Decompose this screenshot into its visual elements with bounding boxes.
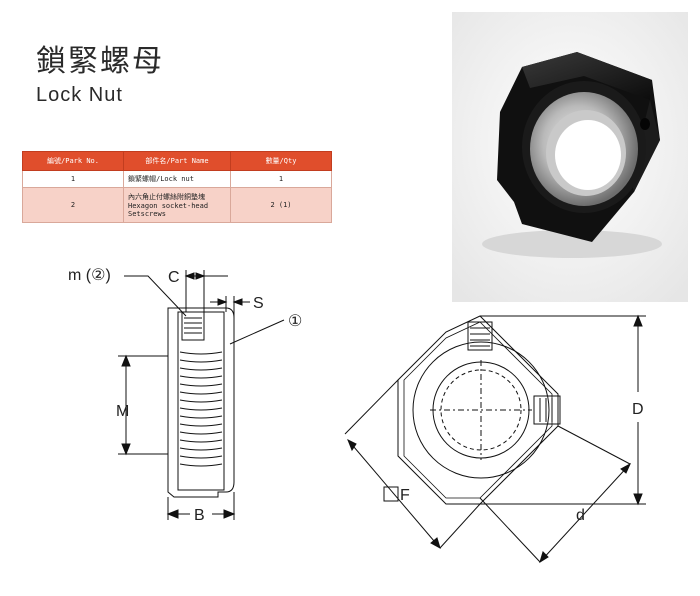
label-thread-m: M — [116, 403, 129, 420]
label-d-inner: d — [576, 507, 585, 524]
row-part-name-line3: Setscrews — [128, 210, 166, 218]
front-view-outline — [397, 315, 559, 505]
label-s: S — [253, 295, 264, 312]
label-setscrew-ref: m (②) — [68, 267, 111, 284]
header-part-no: 編號/Park No. — [22, 151, 124, 171]
row-part-name-line1: 內六角止付螺絲附銅墊塊 — [128, 193, 205, 201]
square-symbol — [383, 486, 399, 502]
product-photo — [452, 12, 688, 302]
row-part-name: 內六角止付螺絲附銅墊塊 Hexagon socket-head Setscrew… — [123, 187, 231, 223]
leader-m2 — [124, 275, 187, 317]
setscrew-top — [467, 321, 493, 351]
photo-shadow — [482, 230, 662, 258]
header-part-name: 部件名/Part Name — [123, 151, 231, 171]
side-view — [118, 270, 294, 520]
row-part-name-line2: Hexagon socket-head — [128, 202, 209, 210]
label-d-outer: D — [632, 401, 644, 418]
header-qty: 數量/Qty — [230, 151, 332, 171]
row-qty: 2 (1) — [230, 187, 332, 223]
product-title-chinese: 鎖緊螺母 — [36, 44, 164, 79]
product-title-english: Lock Nut — [36, 84, 123, 106]
table-row: 2 內六角止付螺絲附銅墊塊 Hexagon socket-head Setscr… — [22, 187, 332, 223]
row-part-no: 2 — [22, 187, 124, 223]
table-row: 1 鎖緊螺帽/Lock nut 1 — [22, 170, 332, 188]
side-view-threads — [179, 317, 223, 467]
side-view-outline — [167, 307, 235, 498]
nut-body — [497, 52, 660, 242]
label-f: F — [400, 487, 410, 504]
setscrew-side — [181, 311, 205, 341]
parts-table: 編號/Park No. 部件名/Part Name 數量/Qty 1 鎖緊螺帽/… — [22, 151, 332, 223]
label-c: C — [168, 269, 180, 286]
front-view — [344, 314, 646, 564]
table-header-row: 編號/Park No. 部件名/Part Name 數量/Qty — [22, 151, 332, 171]
leader-one — [229, 319, 285, 345]
label-b: B — [194, 507, 205, 524]
setscrew-right — [533, 395, 561, 425]
label-part-one: ① — [288, 313, 302, 330]
